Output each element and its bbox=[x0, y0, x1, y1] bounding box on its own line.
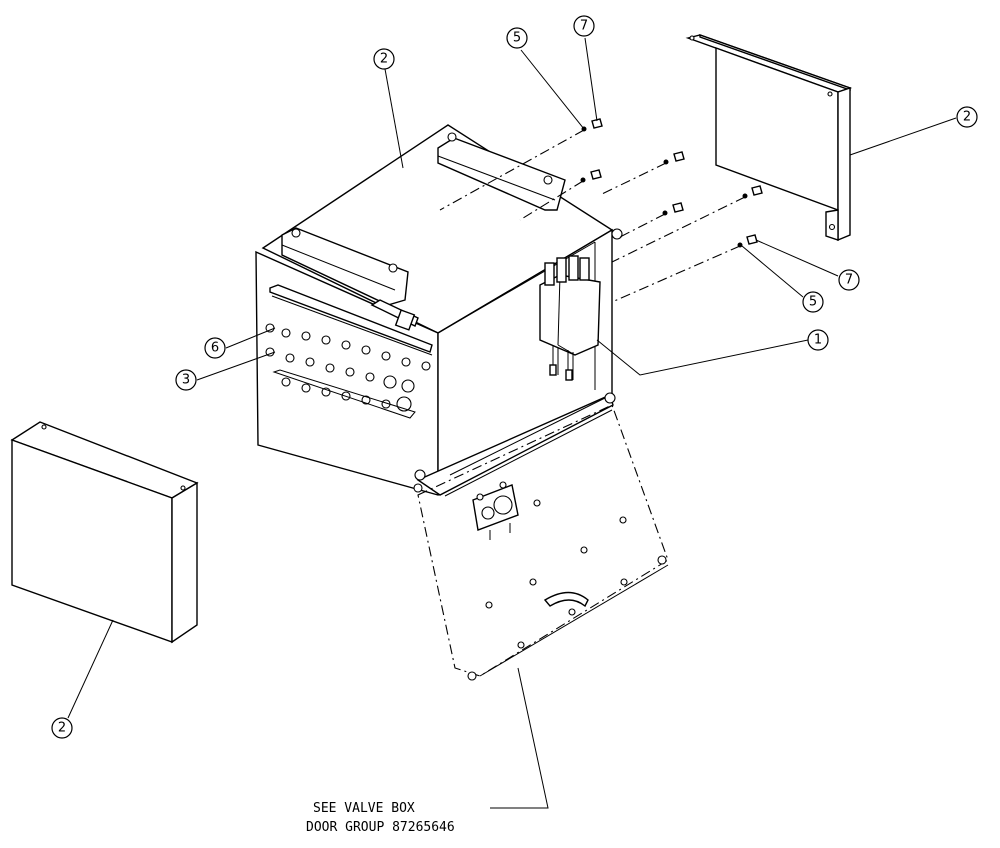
leader-lines bbox=[67, 37, 957, 809]
callout-label: 5 bbox=[513, 31, 521, 46]
callout-c6-left: 6 bbox=[204, 337, 226, 359]
callout-c2-right: 2 bbox=[956, 106, 978, 128]
main-box-body bbox=[255, 124, 623, 496]
callout-c2-bottom: 2 bbox=[51, 717, 73, 739]
valve-assembly bbox=[539, 255, 601, 381]
callout-label: 2 bbox=[58, 721, 66, 736]
callout-c7-right: 7 bbox=[838, 269, 860, 291]
valve-box-door bbox=[417, 404, 669, 681]
callout-label: 5 bbox=[809, 295, 817, 310]
callout-c7-top: 7 bbox=[573, 15, 595, 37]
left-bottom-cover bbox=[10, 421, 199, 644]
callout-c3-left: 3 bbox=[175, 369, 197, 391]
door-group-note: SEE VALVE BOX DOOR GROUP 87265646 bbox=[306, 801, 455, 835]
callout-c2-top: 2 bbox=[373, 48, 395, 70]
callout-label: 7 bbox=[580, 19, 588, 34]
callout-c5-top: 5 bbox=[506, 27, 528, 49]
callout-label: 7 bbox=[845, 273, 853, 288]
callout-label: 2 bbox=[380, 52, 388, 67]
note-line-1: SEE VALVE BOX bbox=[313, 801, 415, 816]
callout-label: 2 bbox=[963, 110, 971, 125]
left-face-port-holes bbox=[265, 323, 431, 419]
callout-label: 6 bbox=[211, 341, 219, 356]
callout-c5-right: 5 bbox=[802, 291, 824, 313]
callout-c1-right: 1 bbox=[807, 329, 829, 351]
callout-label: 3 bbox=[182, 373, 190, 388]
note-line-2: DOOR GROUP 87265646 bbox=[306, 820, 455, 835]
right-side-cover bbox=[685, 34, 853, 242]
fasteners-right bbox=[611, 185, 763, 303]
callout-label: 1 bbox=[814, 333, 822, 348]
